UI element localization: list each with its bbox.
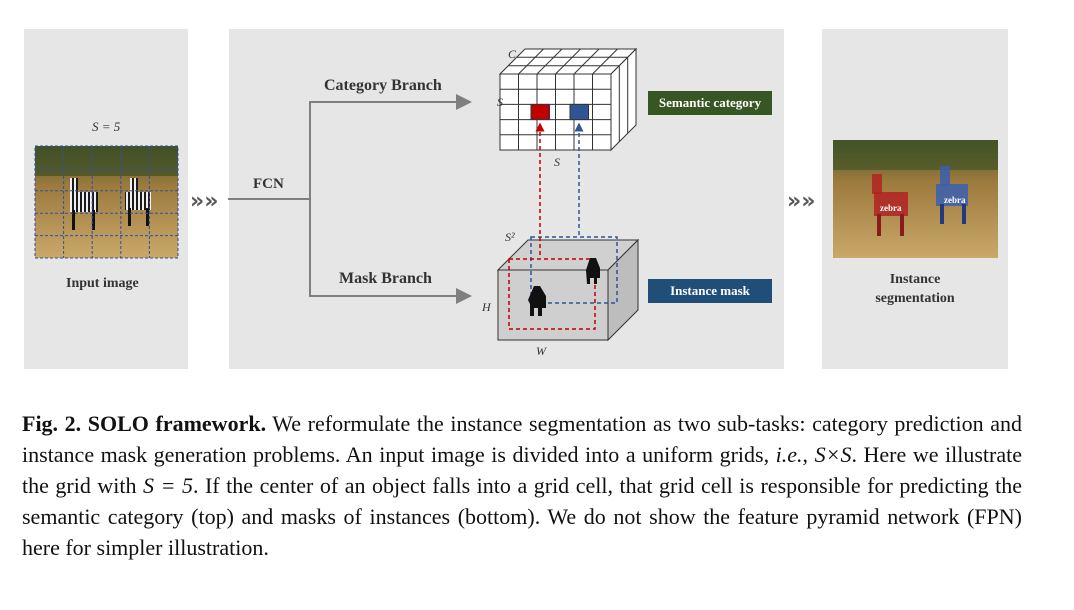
branch-lines (228, 94, 472, 304)
diagram-svg: »» »» (34, 47, 998, 342)
blue-grid-cell (569, 103, 589, 121)
category-branch-label: Category Branch (324, 77, 442, 94)
cube-s-bottom-label: S (554, 155, 560, 169)
output-image (833, 140, 998, 258)
red-grid-cell (530, 103, 550, 121)
figure-caption: Fig. 2. SOLO framework. We reformulate t… (22, 408, 1022, 563)
figure-label: Fig. 2. SOLO framework. (22, 411, 267, 436)
cube-w-label: W (536, 344, 546, 358)
caption-text-3: . Here we illustrate the grid with (22, 442, 1023, 498)
chevron-icon-2: »» (787, 189, 815, 214)
caption-ie: i.e. (775, 442, 803, 467)
fcn-label: FCN (253, 176, 284, 192)
cube-s-left-label: S (497, 95, 503, 109)
caption-text-1: We reformulate the instance segmentation… (22, 411, 1022, 467)
caption-sxs: S×S (814, 442, 852, 467)
cube-s2-label: S² (505, 230, 515, 244)
mask-silhouette-2 (586, 258, 600, 284)
cube-c-label: C (508, 47, 517, 61)
zebra-2-figure (125, 178, 151, 226)
output-label-line2: segmentation (875, 291, 955, 306)
red-zebra-mask (872, 174, 908, 236)
mask-cube (496, 236, 640, 342)
mask-silhouette-1 (528, 286, 546, 316)
zebra-label-2: zebra (944, 195, 966, 205)
caption-text-2: , (802, 442, 815, 467)
semantic-category-badge: Semantic category (648, 91, 772, 115)
instance-mask-badge: Instance mask (648, 279, 772, 303)
caption-text-4: . If the center of an object falls into … (22, 473, 1022, 560)
grid-size-label: S = 5 (92, 119, 121, 134)
output-label-line1: Instance (889, 272, 941, 287)
input-grid (34, 145, 179, 259)
chevron-icon-1: »» (190, 189, 218, 214)
blue-zebra-mask (936, 166, 968, 224)
cube-h-label: H (482, 300, 491, 314)
zebra-1-figure (70, 178, 98, 230)
category-cube (498, 47, 638, 152)
input-image-label: Input image (66, 276, 139, 291)
zebra-label-1: zebra (880, 203, 902, 213)
input-image (34, 145, 179, 259)
mask-branch-label: Mask Branch (339, 270, 432, 287)
caption-s5: S = 5 (143, 473, 193, 498)
